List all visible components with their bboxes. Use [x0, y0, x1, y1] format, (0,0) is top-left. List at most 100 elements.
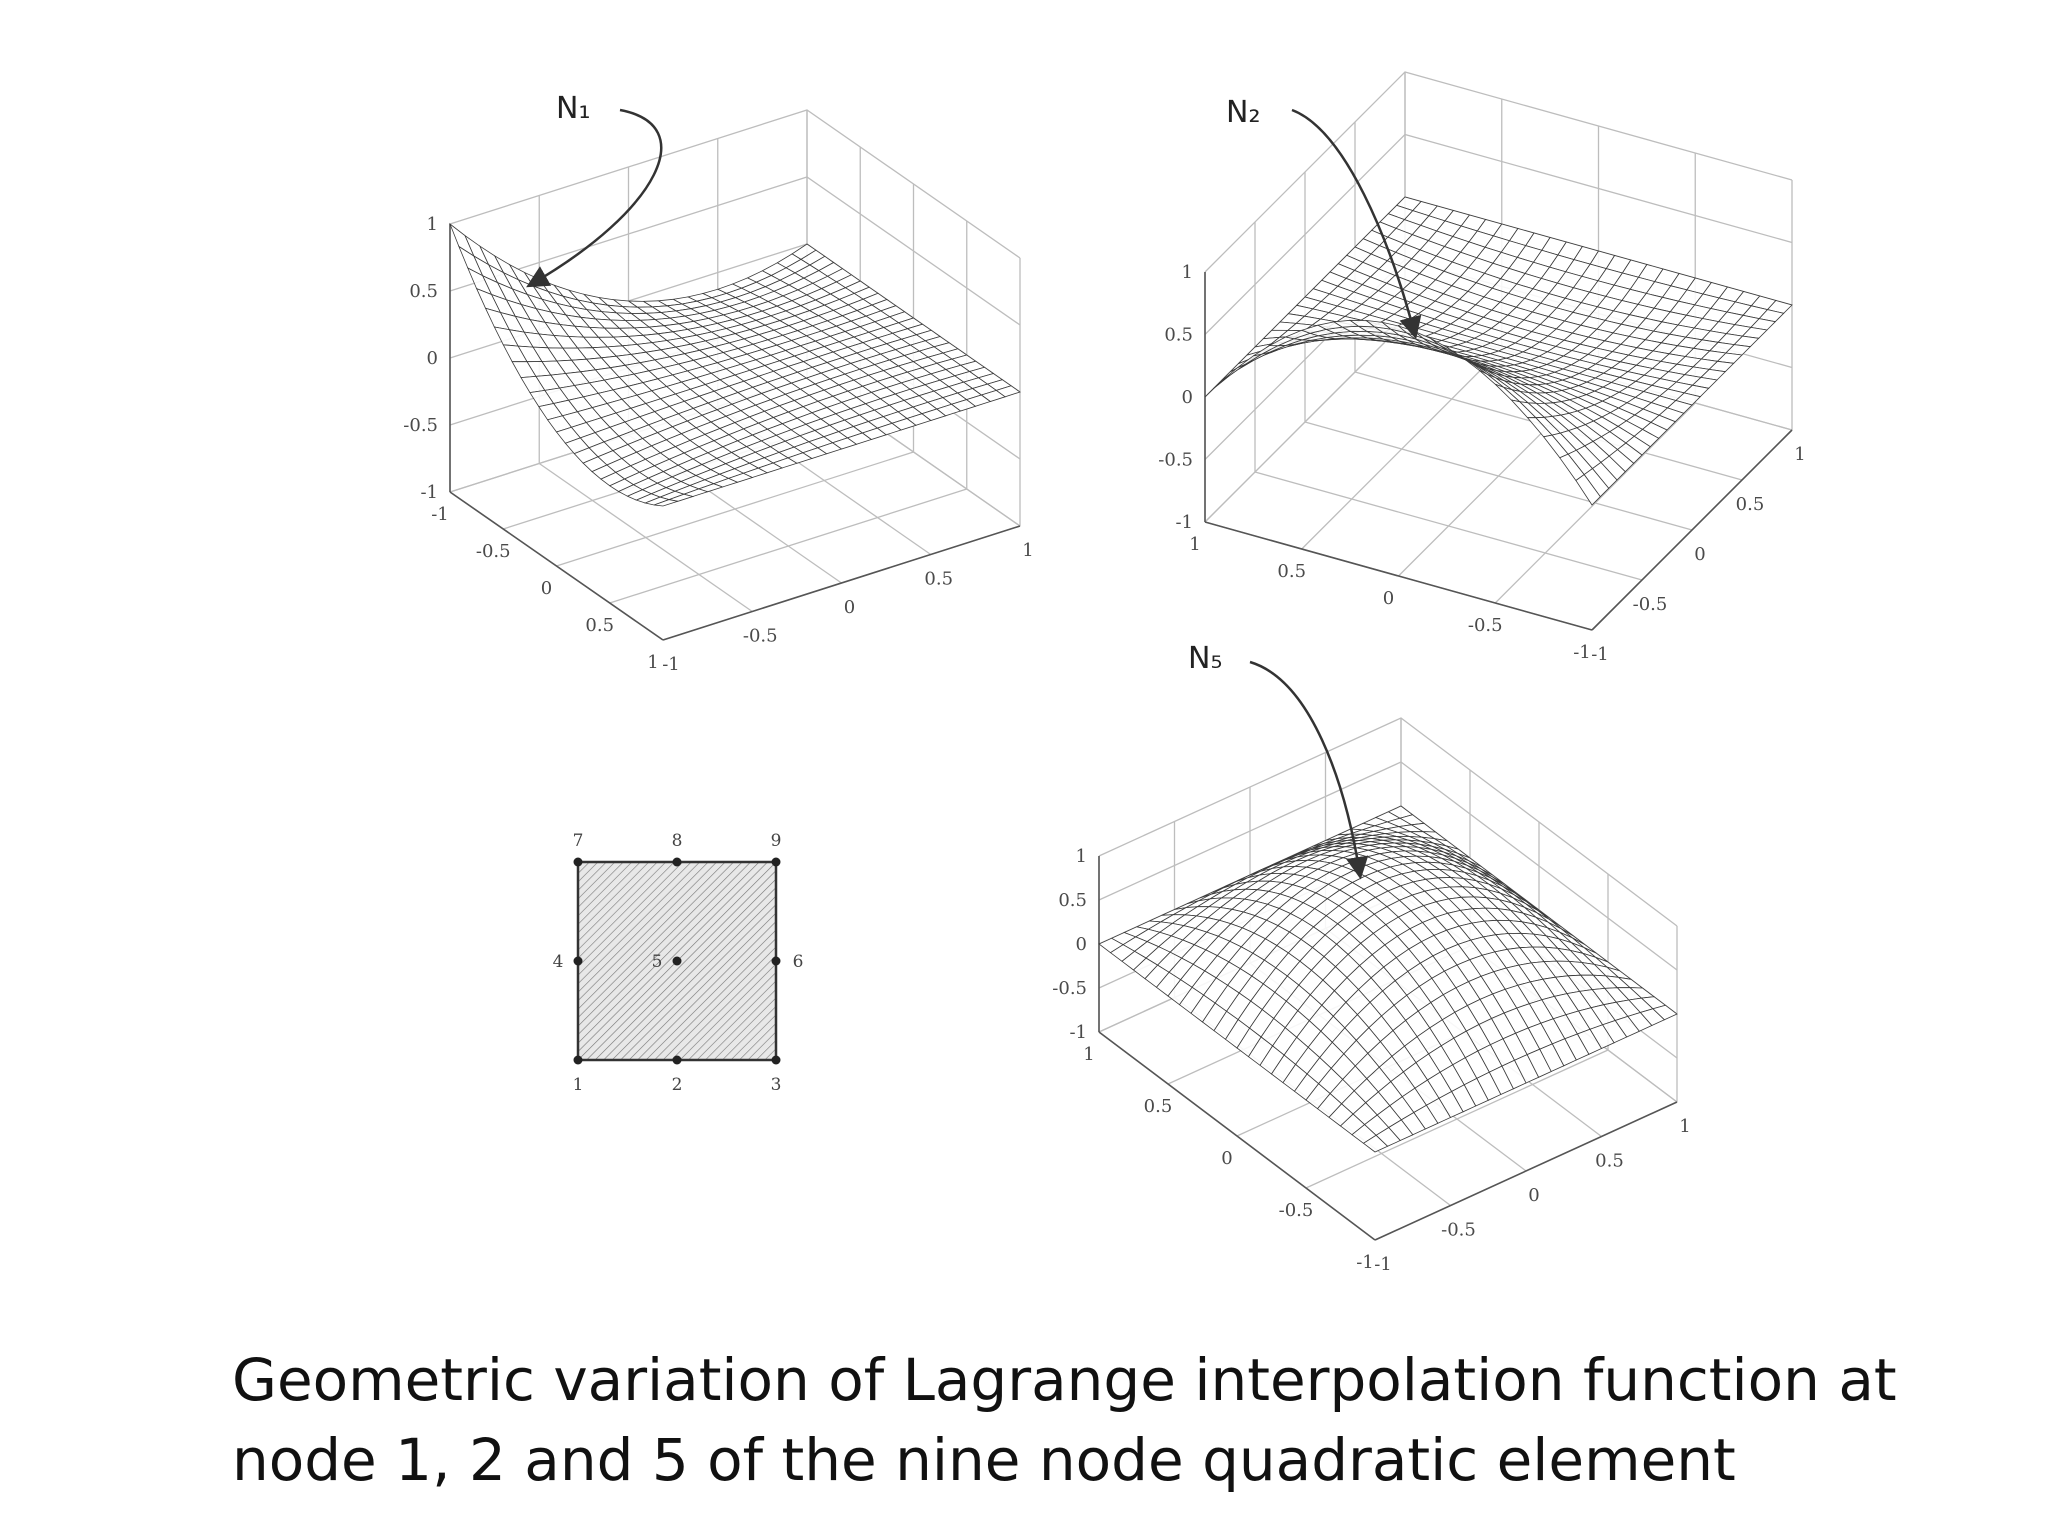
z-tick-label: -0.5	[403, 415, 438, 436]
mesh-cell	[1575, 474, 1601, 506]
z-tick-label: -1	[420, 482, 438, 503]
z-tick-label: -1	[1175, 512, 1193, 533]
right-axis-tick-label: -0.5	[743, 626, 778, 647]
element-node	[771, 956, 781, 966]
floor-grid-line	[1204, 321, 1406, 523]
element-node	[573, 956, 583, 966]
right-axis-tick-label: -0.5	[1441, 1220, 1476, 1241]
node-label: 7	[573, 831, 584, 851]
plot-label-n2: N₂	[1226, 95, 1260, 130]
right-axis-tick-label: 0.5	[924, 569, 953, 590]
caption-line-2: node 1, 2 and 5 of the nine node quadrat…	[232, 1426, 1736, 1494]
left-axis-tick-label: 0.5	[585, 615, 614, 636]
pointer-arrow-n2	[1291, 108, 1422, 340]
left-axis-tick-label: -0.5	[1468, 615, 1503, 636]
surface-mesh	[449, 222, 1021, 507]
node-label: 9	[771, 831, 782, 851]
right-axis-tick-label: 1	[1794, 444, 1805, 465]
axis-left	[1098, 1031, 1376, 1241]
wall-grid-line	[449, 109, 1021, 259]
right-axis-tick-label: 1	[1679, 1116, 1690, 1137]
axis-right	[1374, 1101, 1678, 1241]
element-node	[672, 1055, 682, 1065]
z-tick-label: 0	[427, 348, 438, 369]
right-axis-tick-label: -1	[1591, 644, 1609, 665]
plot-axes	[449, 224, 1021, 641]
z-tick-label: 0	[1182, 387, 1193, 408]
z-tick-label: -0.5	[1052, 978, 1087, 999]
z-tick-label: 0.5	[409, 281, 438, 302]
right-axis-tick-label: -1	[662, 654, 680, 675]
left-axis-tick-label: -0.5	[476, 541, 511, 562]
element-node	[672, 857, 682, 867]
z-tick-label: 1	[427, 214, 438, 235]
mesh-cell	[1220, 363, 1246, 382]
left-axis-tick-label: -1	[1356, 1252, 1374, 1273]
axis-right	[1591, 429, 1793, 631]
z-tick-label: 1	[1182, 262, 1193, 283]
left-axis-tick-label: -1	[431, 504, 449, 525]
axis-left	[1204, 521, 1593, 631]
z-tick-label: -0.5	[1158, 450, 1193, 471]
plot-label-n5: N₅	[1188, 641, 1222, 676]
right-axis-tick-label: 0.5	[1595, 1151, 1624, 1172]
node-label: 8	[672, 831, 683, 851]
left-axis-tick-label: 0.5	[1277, 561, 1306, 582]
right-axis-tick-label: 1	[1022, 540, 1033, 561]
mesh-cell	[653, 499, 679, 507]
pointer-arrow-n5	[1249, 660, 1369, 880]
z-tick-label: 0	[1076, 934, 1087, 955]
mesh-cell	[1362, 1134, 1389, 1153]
node-label: 2	[672, 1075, 683, 1095]
node-label: 5	[652, 952, 663, 972]
left-axis-tick-label: 0	[1383, 588, 1394, 609]
floor-grid-line	[1304, 421, 1693, 531]
axis-left	[449, 491, 664, 641]
left-axis-tick-label: 0	[1221, 1148, 1232, 1169]
node-label: 4	[553, 952, 564, 972]
left-axis-tick-label: 0	[541, 578, 552, 599]
right-axis-tick-label: -1	[1374, 1254, 1392, 1275]
left-axis-tick-label: 1	[647, 652, 658, 673]
left-axis-tick-label: -0.5	[1279, 1200, 1314, 1221]
right-axis-tick-label: 0	[844, 597, 855, 618]
right-axis-tick-label: 0	[1694, 544, 1705, 565]
z-tick-label: 0.5	[1164, 325, 1193, 346]
element-node	[771, 857, 781, 867]
z-tick-label: 0.5	[1058, 890, 1087, 911]
left-axis-tick-label: 1	[1083, 1044, 1094, 1065]
surface-mesh	[1098, 805, 1678, 1153]
node-label: 3	[771, 1075, 782, 1095]
right-axis-tick-label: 0.5	[1736, 494, 1765, 515]
element-node	[771, 1055, 781, 1065]
left-axis-tick-label: -1	[1573, 642, 1591, 663]
z-tick-label: -1	[1069, 1022, 1087, 1043]
pointer-arrow-n1	[526, 108, 663, 288]
floor-grid-line	[1301, 348, 1503, 550]
left-axis-tick-label: 0.5	[1144, 1096, 1173, 1117]
right-axis-tick-label: -0.5	[1633, 594, 1668, 615]
element-node	[573, 857, 583, 867]
node-label: 1	[573, 1075, 584, 1095]
z-tick-label: 1	[1076, 846, 1087, 867]
wall-grid-line	[1204, 71, 1793, 273]
wall-grid-line	[1098, 717, 1678, 927]
left-axis-tick-label: 1	[1189, 534, 1200, 555]
mesh-cell	[1204, 375, 1230, 398]
nine-node-element: 1 2 3 4 5 6 7 8 9	[553, 831, 804, 1095]
element-node	[573, 1055, 583, 1065]
caption-line-1: Geometric variation of Lagrange interpol…	[232, 1346, 1897, 1414]
axis-right	[662, 525, 1021, 641]
figure-caption: Geometric variation of Lagrange interpol…	[232, 1340, 1992, 1500]
plot-label-n1: N₁	[556, 91, 590, 126]
element-node	[672, 956, 682, 966]
node-label: 6	[793, 952, 804, 972]
right-axis-tick-label: 0	[1528, 1185, 1539, 1206]
